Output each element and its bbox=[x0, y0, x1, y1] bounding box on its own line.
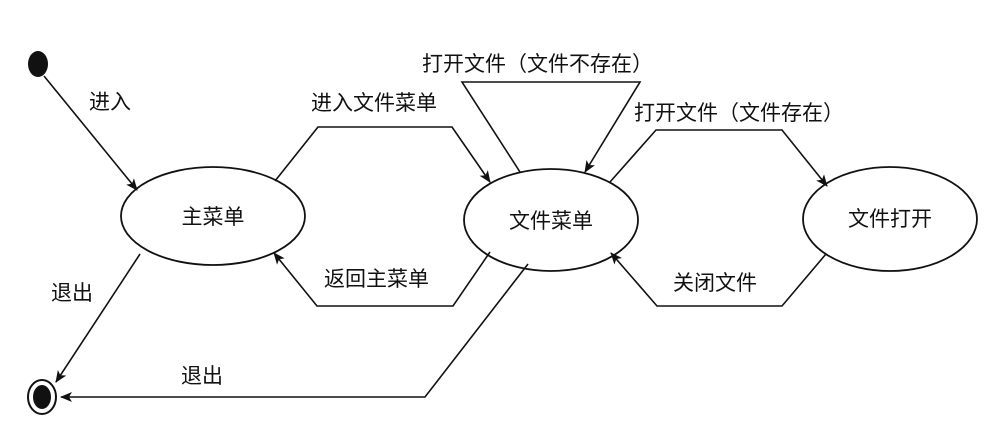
transition-open-file-not-exist-label: 打开文件（文件不存在） bbox=[422, 52, 653, 76]
state-file-open: 文件打开 bbox=[802, 166, 978, 272]
transition-close-file-label: 关闭文件 bbox=[673, 271, 757, 295]
transition-open-file-not-exist-arrow bbox=[460, 81, 642, 173]
transition-enter-label: 进入 bbox=[89, 90, 131, 114]
transition-return-main-menu-label: 返回主菜单 bbox=[324, 267, 429, 291]
transition-exit-from-file-menu-arrow bbox=[60, 263, 529, 402]
transition-close-file-arrow bbox=[610, 252, 827, 307]
transition-exit-from-main-label: 退出 bbox=[51, 281, 93, 305]
state-main-menu-label: 主菜单 bbox=[182, 205, 245, 229]
transition-open-file-exist-label: 打开文件（文件存在） bbox=[634, 101, 844, 125]
transition-exit-from-main-arrow bbox=[55, 253, 141, 383]
initial-state-node bbox=[28, 51, 48, 77]
state-file-open-label: 文件打开 bbox=[848, 207, 932, 231]
transition-exit-from-file-menu-label: 退出 bbox=[181, 364, 223, 388]
transition-enter-arrow bbox=[43, 75, 138, 191]
state-file-menu: 文件菜单 bbox=[463, 168, 639, 272]
transition-enter-file-menu-label: 进入文件菜单 bbox=[311, 91, 437, 115]
transition-return-main-menu-arrow bbox=[273, 251, 491, 307]
transition-enter-file-menu-arrow bbox=[274, 126, 491, 183]
state-file-menu-label: 文件菜单 bbox=[509, 209, 593, 233]
state-main-menu: 主菜单 bbox=[120, 166, 306, 266]
final-state-node bbox=[27, 379, 57, 415]
transition-open-file-exist-arrow bbox=[609, 129, 828, 187]
